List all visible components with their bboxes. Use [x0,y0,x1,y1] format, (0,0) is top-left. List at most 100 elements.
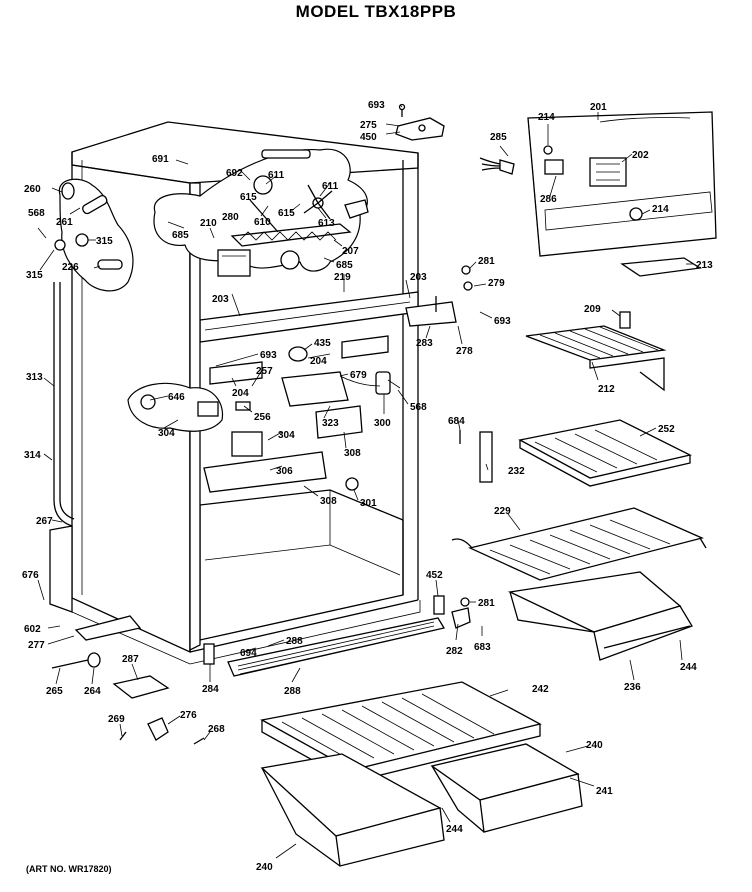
label-452: 452 [426,570,443,581]
part-276 [147,717,169,741]
label-241: 241 [596,786,613,797]
art-number: (ART NO. WR17820) [26,864,112,874]
label-691: 691 [152,154,169,165]
label-679: 679 [350,370,367,381]
label-214: 214 [652,204,669,215]
label-252: 252 [658,424,675,435]
label-201: 201 [590,102,607,113]
shelf-bracket-232 [479,431,493,483]
label-693: 693 [260,350,277,361]
drain-tube [53,178,134,527]
label-232: 232 [508,466,525,477]
label-269: 269 [108,714,125,725]
label-275: 275 [360,120,377,131]
label-256: 256 [254,412,271,423]
label-602: 602 [24,624,41,635]
label-308: 308 [344,448,361,459]
label-281: 281 [478,256,495,267]
mullion-damper [405,301,457,327]
label-281: 281 [478,598,495,609]
label-240: 240 [586,740,603,751]
wire-shelf-229 [451,507,707,581]
label-244: 244 [680,662,697,673]
label-684: 684 [448,416,465,427]
label-685: 685 [336,260,353,271]
label-244: 244 [446,824,463,835]
label-613: 613 [318,218,335,229]
leader-lines [37,104,694,859]
crisper-drawer-right [430,743,583,833]
label-240: 240 [256,862,273,873]
label-304: 304 [278,430,295,441]
wire-harness [479,157,515,175]
label-300: 300 [374,418,391,429]
bracket-284 [203,643,215,665]
label-615: 615 [278,208,295,219]
roller-264 [87,652,101,668]
drain-pan [49,525,73,613]
label-450: 450 [360,132,377,143]
part-282 [451,607,471,629]
label-692: 692 [226,168,243,179]
label-301: 301 [360,498,377,509]
label-226: 226 [62,262,79,273]
label-676: 676 [22,570,39,581]
label-261: 261 [56,217,73,228]
label-213: 213 [696,260,713,271]
label-279: 279 [488,278,505,289]
label-685: 685 [172,230,189,241]
part-209 [619,311,631,329]
label-611: 611 [268,170,285,181]
label-315: 315 [26,270,43,281]
label-323: 323 [322,418,339,429]
evaporator-fan-assembly [153,148,369,277]
label-257: 257 [256,366,273,377]
label-209: 209 [584,304,601,315]
label-202: 202 [632,150,649,161]
label-203: 203 [212,294,229,305]
label-610: 610 [254,217,271,228]
label-568: 568 [410,402,427,413]
label-242: 242 [532,684,549,695]
glass-shelf-252 [518,419,692,487]
meat-drawer-236 [507,571,693,661]
crisper-drawer-left [260,753,445,867]
label-280: 280 [222,212,239,223]
label-615: 615 [240,192,257,203]
label-285: 285 [490,132,507,143]
label-210: 210 [200,218,217,229]
label-284: 284 [202,684,219,695]
part-number-labels: 693 275 450 691 692 611 615 611 280 610 … [22,100,713,873]
label-277: 277 [28,640,45,651]
label-276: 276 [180,710,197,721]
top-bracket [395,103,445,141]
cap-281b [460,597,470,607]
label-315: 315 [96,236,113,247]
label-314: 314 [24,450,41,461]
label-304: 304 [158,428,175,439]
toe-grille [227,617,446,677]
label-435: 435 [314,338,331,349]
label-282: 282 [446,646,463,657]
label-288: 288 [284,686,301,697]
label-229: 229 [494,506,511,517]
label-283: 283 [416,338,433,349]
label-265: 265 [46,686,63,697]
label-308: 308 [320,496,337,507]
label-313: 313 [26,372,43,383]
label-693: 693 [494,316,511,327]
freezer-rear-panel [527,111,717,257]
ice-tray-213 [620,257,702,277]
label-214: 214 [538,112,555,123]
cap-281 [461,265,471,275]
label-611: 611 [322,181,339,192]
label-693: 693 [368,100,385,111]
label-278: 278 [456,346,473,357]
label-683: 683 [474,642,491,653]
label-268: 268 [208,724,225,735]
label-204: 204 [310,356,327,367]
label-694: 694 [240,648,257,659]
label-212: 212 [598,384,615,395]
label-207: 207 [342,246,359,257]
